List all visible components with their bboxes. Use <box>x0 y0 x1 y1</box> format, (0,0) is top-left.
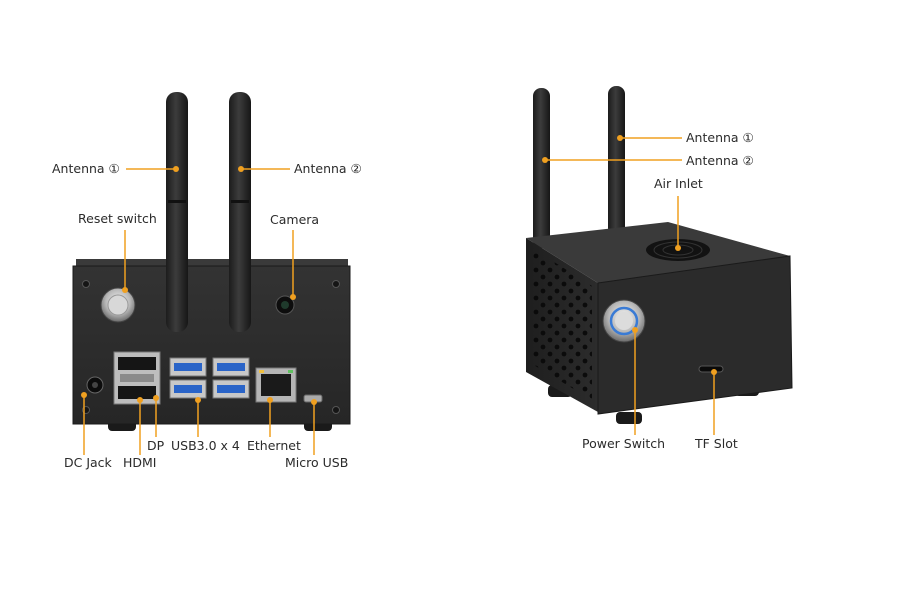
side-antenna-2 <box>608 86 625 236</box>
side-antenna-1 <box>533 88 550 248</box>
label-power-switch: Power Switch <box>582 436 666 451</box>
antenna-1 <box>166 92 188 332</box>
label-hdmi: HDMI <box>123 455 157 470</box>
label-dp: DP <box>147 438 165 453</box>
label-ethernet: Ethernet <box>247 438 301 453</box>
label-antenna-1-front: Antenna ① <box>52 161 120 176</box>
label-reset-switch: Reset switch <box>78 211 157 226</box>
label-usb3: USB3.0 x 4 <box>171 438 240 453</box>
screw <box>332 280 340 288</box>
screw <box>332 406 340 414</box>
label-tf-slot: TF Slot <box>695 436 738 451</box>
label-antenna-2-side: Antenna ② <box>686 153 754 168</box>
side-view <box>526 86 793 435</box>
side-foot <box>616 412 642 424</box>
label-micro-usb: Micro USB <box>285 455 349 470</box>
usb3-ports <box>169 357 250 399</box>
side-leader-lines <box>545 137 715 435</box>
label-air-inlet: Air Inlet <box>654 176 703 191</box>
ethernet-port <box>255 367 297 403</box>
front-case-top <box>76 259 348 269</box>
side-case-front <box>597 255 793 415</box>
tf-slot <box>698 365 724 373</box>
label-antenna-2-front: Antenna ② <box>294 161 362 176</box>
screw <box>82 280 90 288</box>
label-dc-jack: DC Jack <box>64 455 112 470</box>
antenna-2 <box>229 92 251 332</box>
label-antenna-1-side: Antenna ① <box>686 130 754 145</box>
front-view <box>72 92 351 455</box>
front-leader-lines <box>83 168 315 455</box>
label-camera: Camera <box>270 212 320 227</box>
